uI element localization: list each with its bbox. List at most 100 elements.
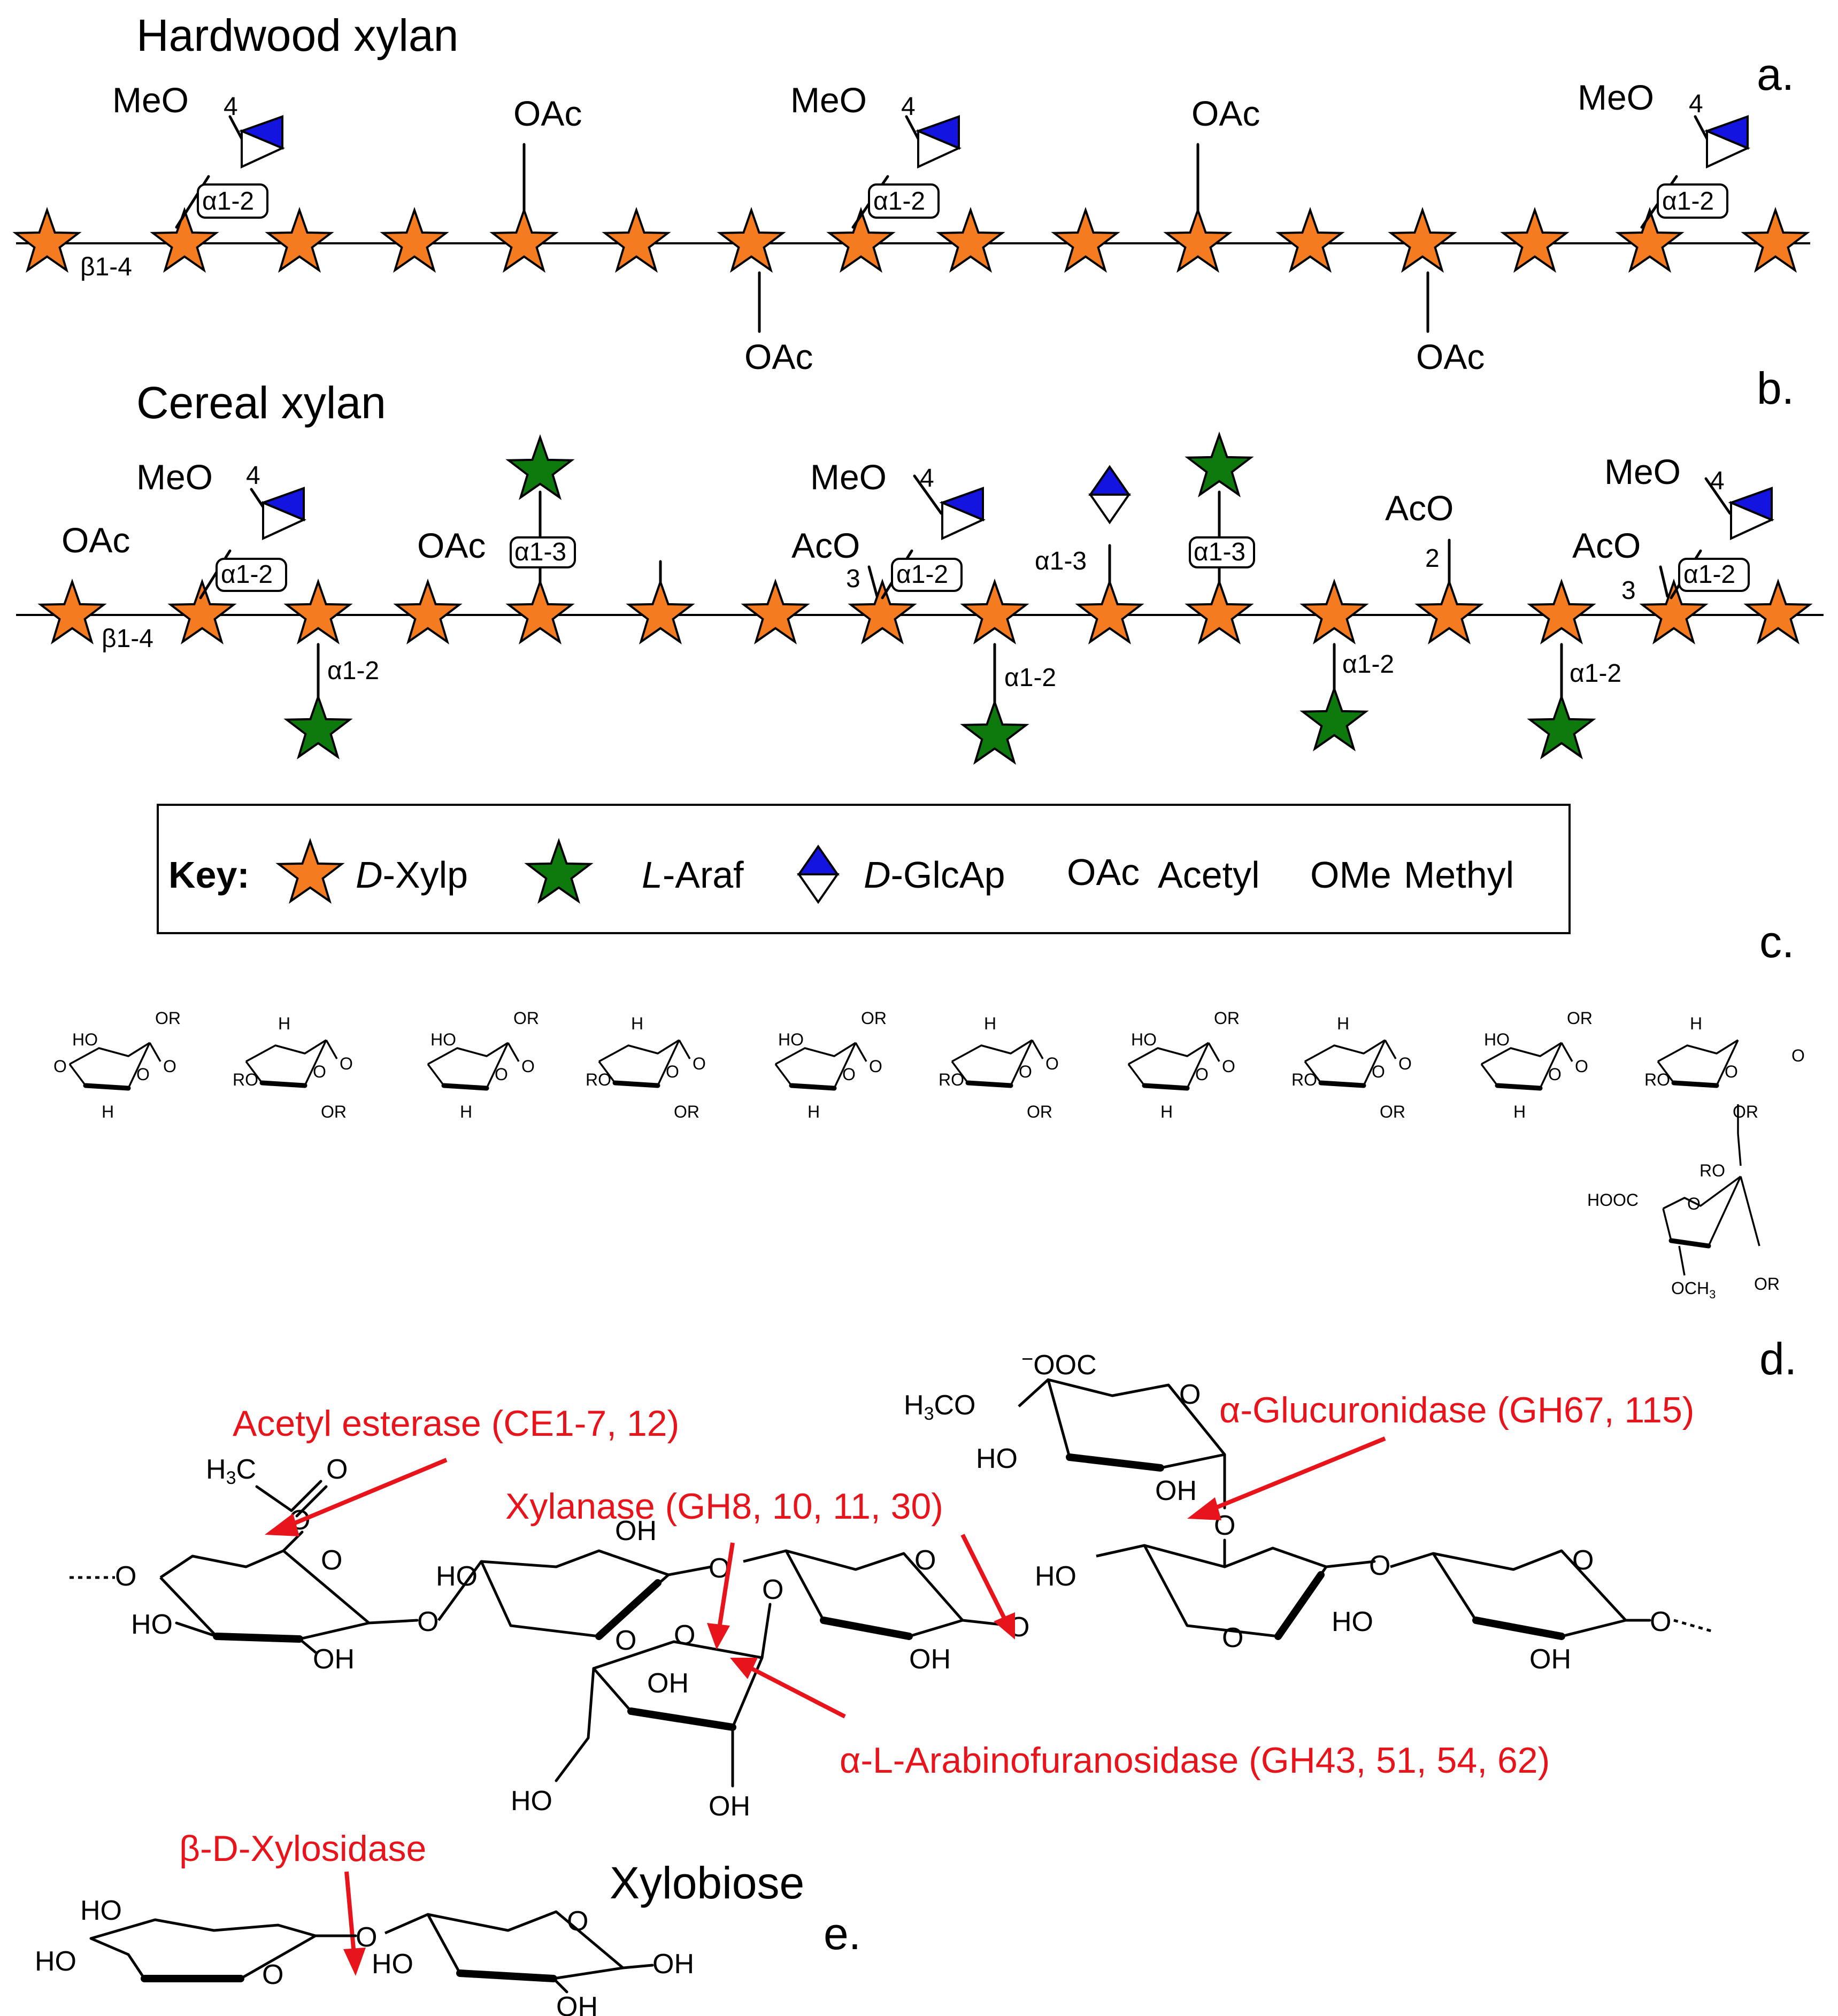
beta-linkage-label: β1-4	[80, 253, 132, 281]
araf-branch: α1-3	[1188, 435, 1255, 584]
or-label: OR	[513, 1009, 539, 1028]
hydroxyl-label: OH	[313, 1644, 355, 1675]
xylose-ring-front-bond	[1495, 1083, 1543, 1091]
glca-alpha13-label: α1-3	[1035, 547, 1087, 575]
hydroxyl-label: OH	[652, 1949, 694, 1980]
or-label: RO	[1291, 1070, 1317, 1089]
panel-b: Cereal xylan b. β1-4 OAc OAc	[16, 363, 1824, 762]
key-xylose-label: D-Xylp	[356, 854, 468, 896]
xylose-residue	[605, 210, 668, 270]
acetyl-label: AcO	[791, 526, 860, 565]
glycosidic-bond	[678, 1040, 691, 1059]
or-label: RO	[1644, 1070, 1670, 1089]
hydroxyl-label: OH	[556, 1991, 598, 2016]
glca-linkage-label: α1-2	[221, 560, 273, 589]
acetyl-label: OAc	[417, 526, 486, 565]
xylose-ring-front-bond	[83, 1083, 131, 1091]
araf-linkage-label: α1-3	[514, 538, 566, 566]
araf-branch: α1-2	[1530, 643, 1621, 757]
xylose-residue	[16, 210, 79, 270]
hydrogen-label: H	[1690, 1014, 1702, 1033]
hydrogen-label: H	[460, 1102, 472, 1121]
glycosidic-bond	[325, 1040, 338, 1059]
hydrogen-label: H	[278, 1014, 290, 1033]
glycosidic-oxygen-label: O	[1045, 1054, 1059, 1073]
hydroxyl-label: HO	[436, 1561, 478, 1592]
xylose-ring-top	[598, 1039, 680, 1063]
glycosidic-oxygen-label: O	[356, 1922, 377, 1953]
or-label: OR	[1214, 1009, 1240, 1028]
acetyl-label: OAc	[744, 337, 813, 376]
ring-oxygen-label: O	[321, 1545, 342, 1576]
hydrogen-label: H	[102, 1102, 114, 1121]
key-acetyl-symbol: OAc	[1067, 851, 1140, 893]
xylose-residue	[509, 582, 572, 642]
beta-xylosidase-label: β-D-Xylosidase	[179, 1828, 426, 1869]
position-label: 4	[1689, 90, 1703, 118]
glca-linkage-label: α1-2	[896, 560, 948, 589]
xylose-ring-top	[1304, 1039, 1386, 1063]
glycosidic-oxygen-label: O	[1575, 1057, 1588, 1076]
or-label: RO	[586, 1070, 611, 1089]
position-label: 3	[846, 565, 860, 593]
ring-oxygen-label: O	[1572, 1545, 1594, 1576]
hydroxyl-label: OH	[1155, 1475, 1197, 1506]
glca-branch: α1-2 MeO 4	[1578, 78, 1749, 229]
glucuronic-acid-branch: RO O HOOC OCH3 OR	[1587, 1104, 1780, 1301]
glycosidic-bond	[1031, 1040, 1044, 1059]
xylose-ring-front-bond	[441, 1083, 489, 1091]
ring-oxygen-label: O	[262, 1959, 283, 1990]
glca-branch: α1-2 MeO 4	[1604, 452, 1773, 599]
panel-a-label: a.	[1757, 49, 1794, 99]
araf-linkage-label: α1-2	[1342, 650, 1394, 679]
xylose-residue	[1054, 210, 1117, 270]
beta-linkage-label: β1-4	[102, 625, 153, 653]
arabinofuranosidase-label: α-L-Arabinofuranosidase (GH43, 51, 54, 6…	[840, 1740, 1550, 1781]
xylose-residue	[1503, 210, 1566, 270]
glycosidic-oxygen-label: O	[693, 1054, 706, 1073]
glycosidic-oxygen-label: O	[340, 1054, 353, 1073]
glca-diamond-branch: α1-3	[1035, 466, 1130, 584]
key-methyl-label: Methyl	[1404, 854, 1514, 896]
xylose-residue	[383, 210, 446, 270]
acetylated-xylose: O O HO OH O O H3C O	[70, 1454, 439, 1675]
methoxy-label: MeO	[790, 80, 867, 120]
panel-e-enzyme-map: O O HO OH O O H3C O HO OH O O	[35, 1348, 1712, 2016]
key-title: Key:	[168, 854, 250, 896]
hydroxyl-label: HO	[131, 1609, 173, 1640]
xylose-residue	[396, 582, 459, 642]
glca-linkage-label: α1-2	[202, 187, 254, 216]
methoxy-label: H3CO	[904, 1390, 976, 1424]
hydrogen-label: H	[1513, 1102, 1526, 1121]
carboxylate-label: −OOC	[1021, 1348, 1097, 1381]
glycosidic-bond	[507, 1042, 520, 1062]
hydrogen-label: H	[984, 1014, 996, 1033]
xylose-ring: O O OH O	[743, 1545, 1029, 1675]
glycosidic-oxygen-label: O	[521, 1057, 535, 1076]
acetyl-label: OAc	[513, 94, 582, 133]
xylose-ring-top	[427, 1042, 509, 1065]
xylose-ring-front-bond	[1142, 1083, 1190, 1091]
hydroxyl-label: HO	[1035, 1561, 1076, 1592]
glycosidic-oxygen-label: O	[417, 1606, 439, 1637]
xylobiose-molecule: HO HO O O O HO OH OH Xylobiose	[35, 1858, 804, 2016]
xylose-residue	[1188, 582, 1251, 642]
ring-oxygen-label: O	[1548, 1065, 1562, 1084]
hydroxyl-label: HO	[430, 1030, 456, 1049]
xylose-ring: HO O O	[1035, 1544, 1390, 1653]
alpha-glucuronidase-label: α-Glucuronidase (GH67, 115)	[1219, 1390, 1694, 1430]
glycosidic-bond	[1208, 1042, 1220, 1062]
or-label: OR	[321, 1102, 347, 1121]
position-label: 4	[246, 461, 260, 490]
panel-a-title: Hardwood xylan	[136, 10, 458, 60]
hydrogen-label: H	[631, 1014, 643, 1033]
xylose-residue	[1391, 210, 1454, 270]
enzyme-arrows	[265, 1436, 1386, 1976]
araf-linkage-label: α1-3	[1194, 538, 1245, 566]
xylose-residue	[153, 210, 216, 270]
ring-oxygen-label: O	[1725, 1062, 1738, 1081]
key-acetyl-label: Acetyl	[1158, 854, 1260, 896]
glca-branch: α1-2 MeO 4	[810, 457, 984, 599]
